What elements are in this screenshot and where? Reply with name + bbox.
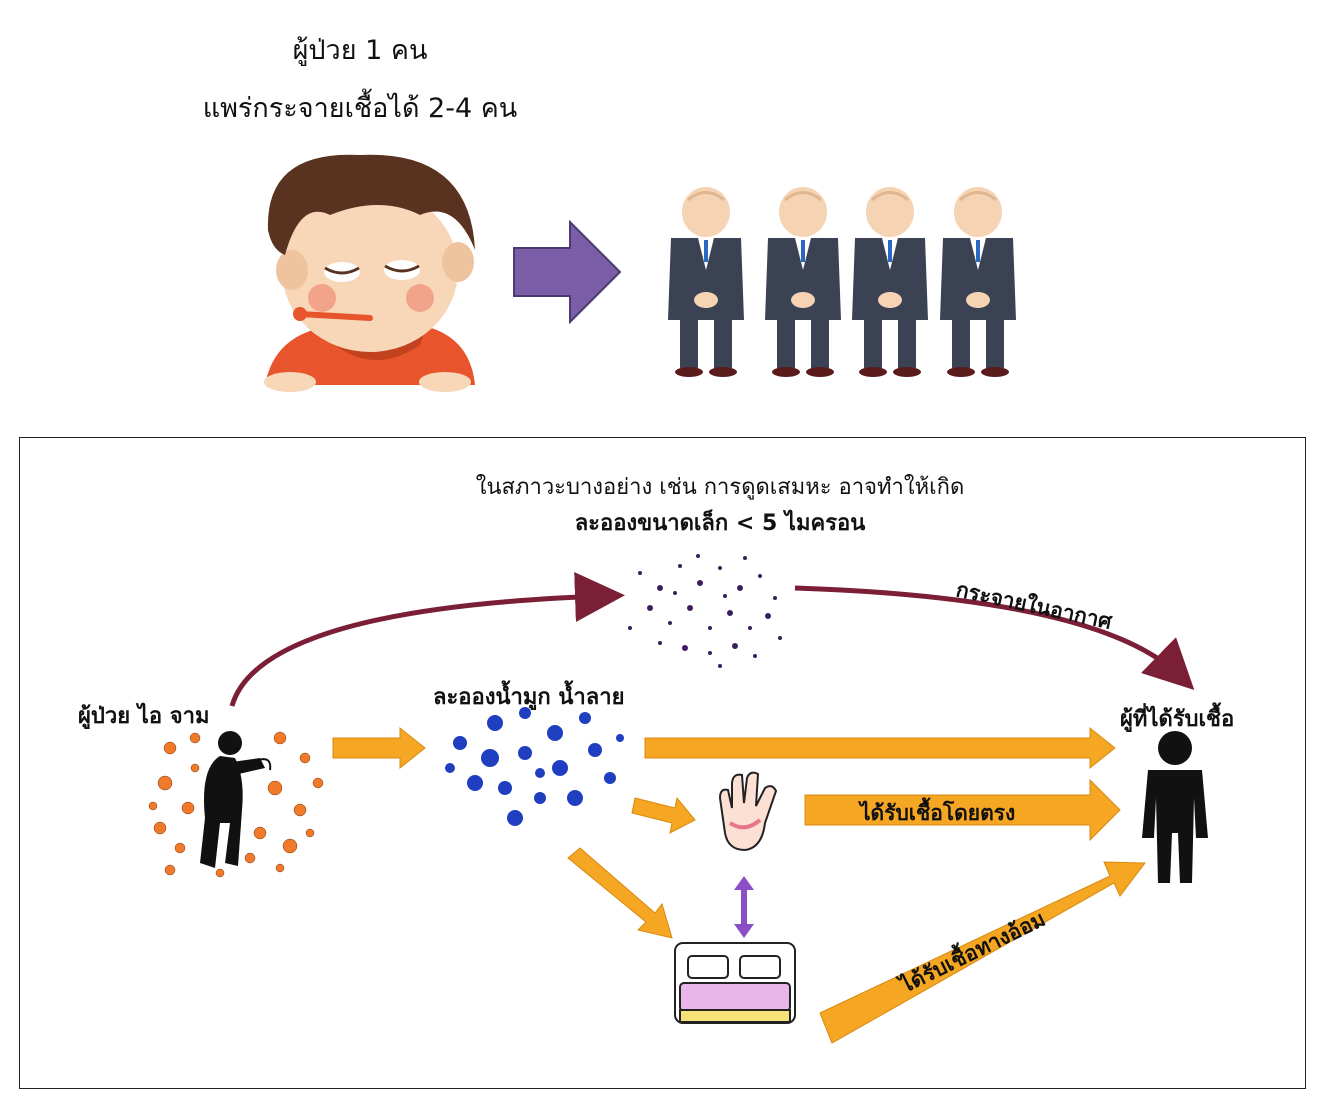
patient-label: ผู้ป่วย ไอ จาม [78, 702, 209, 730]
person-icon-1 [668, 187, 744, 377]
person-icon-4 [940, 187, 1016, 377]
coughing-patient-icon [200, 731, 272, 868]
airborne-arrow-to-recipient [794, 585, 1195, 690]
diagram-caption-line1: ในสภาวะบางอย่าง เช่น การดูดเสมหะ อาจทำให… [476, 474, 964, 500]
person-icon-3 [852, 187, 928, 377]
arrow-patient-to-droplets [332, 726, 426, 770]
cough-droplets-icon [148, 731, 324, 878]
arrow-indirect-contact [819, 861, 1146, 1044]
person-icon-2 [765, 187, 841, 377]
airborne-arrow-to-aerosol [229, 572, 625, 707]
diagram-caption-line2: ละอองขนาดเล็ก < 5 ไมครอน [575, 508, 866, 536]
aerosol-cloud-icon [628, 554, 782, 668]
arrow-direct-contact [804, 778, 1121, 842]
recipient-label: ผู้ที่ได้รับเชื้อ [1120, 702, 1234, 733]
recipient-person-icon [1142, 731, 1208, 883]
droplet-cluster-icon [445, 707, 624, 826]
sick-child-icon [264, 154, 475, 392]
bed-icon [674, 942, 796, 1024]
transmission-diagram: ในสภาวะบางอย่าง เช่น การดูดเสมหะ อาจทำให… [78, 474, 1234, 1044]
transmission-diagram-panel: ในสภาวะบางอย่าง เช่น การดูดเสมหะ อาจทำให… [19, 437, 1306, 1089]
arrow-droplets-to-recipient [644, 726, 1116, 770]
hand-bed-double-arrow-icon [734, 876, 754, 938]
spread-arrow-icon [513, 219, 622, 325]
direct-contact-label: ได้รับเชื้อโดยตรง [858, 797, 1015, 825]
contaminated-hand-icon [718, 771, 778, 852]
arrow-droplets-to-hand [631, 796, 696, 834]
heading-patient-count: ผู้ป่วย 1 คน [292, 35, 428, 66]
top-illustration [264, 154, 1016, 392]
heading-spread-count: แพร่กระจายเชื้อได้ 2-4 คน [202, 93, 518, 124]
indirect-contact-label: ได้รับเชื้อทางอ้อม [893, 903, 1049, 998]
airborne-label: กระจายในอากาศ [954, 576, 1115, 634]
droplet-label: ละอองน้ำมูก น้ำลาย [433, 680, 624, 711]
arrow-droplets-to-bed [567, 847, 673, 939]
